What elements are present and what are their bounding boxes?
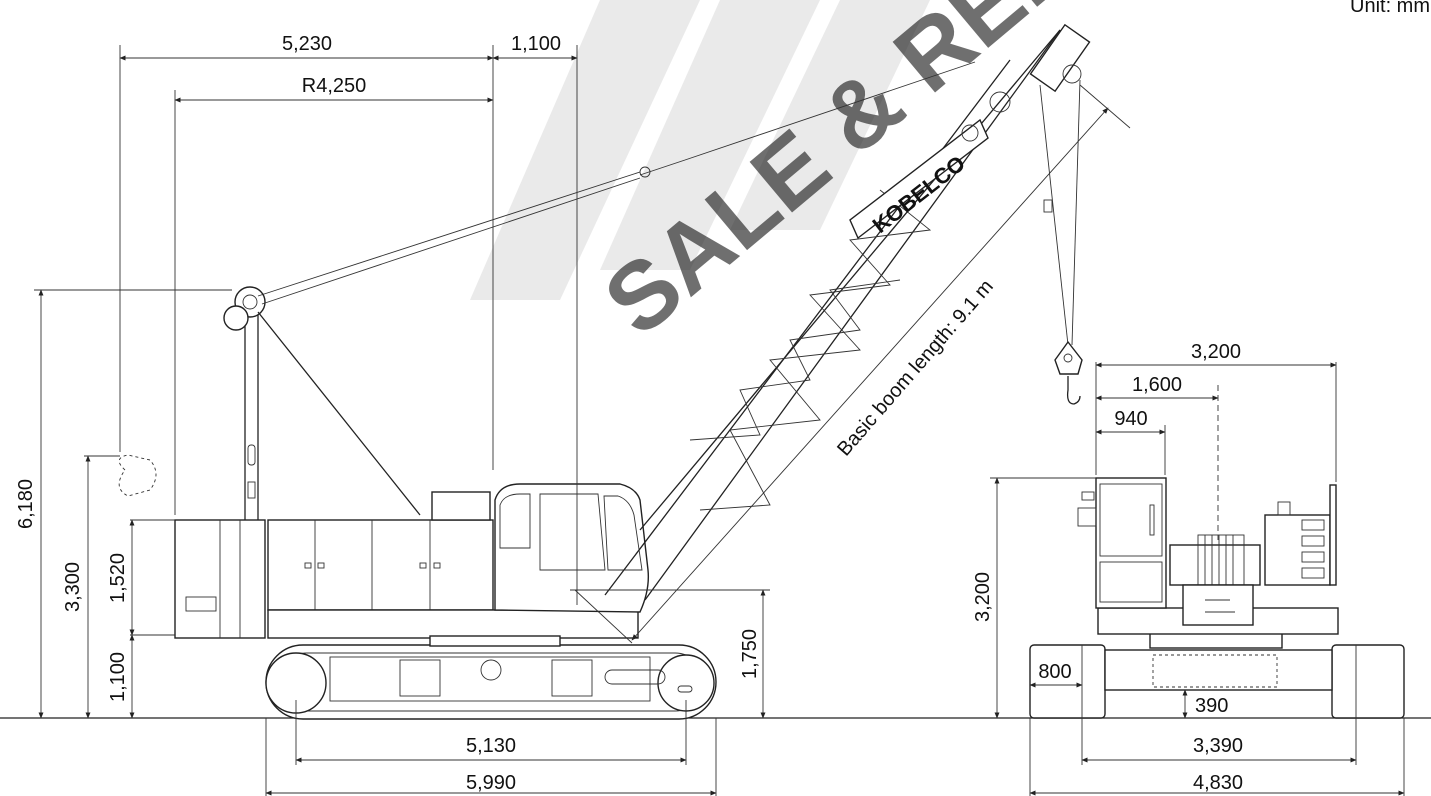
dim-390: 390: [1195, 695, 1228, 717]
dim-5990: 5,990: [466, 772, 516, 794]
dim-top: 5,230 1,100 R4,250: [119, 33, 578, 605]
dim-r4250: R4,250: [302, 75, 367, 97]
dim-1600: 1,600: [1132, 374, 1182, 396]
dim-3300: 3,300: [62, 562, 84, 612]
dim-3200-width: 3,200: [1191, 341, 1241, 363]
dim-left: 6,180 3,300 1,520 1,100: [15, 289, 232, 719]
dim-800: 800: [1038, 661, 1071, 683]
boom-length-label: Basic boom length: 9.1 m: [833, 276, 998, 461]
dim-3390: 3,390: [1193, 735, 1243, 757]
dim-4830: 4,830: [1193, 772, 1243, 794]
upper-structure: [174, 483, 650, 647]
dim-5130: 5,130: [466, 735, 516, 757]
dim-5230: 5,230: [282, 33, 332, 55]
dim-1100-left: 1,100: [107, 652, 129, 702]
unit-label: Unit: mm: [1350, 0, 1430, 17]
front-view: 3,200 1,600 940 3,200 800 390 3,390 4,83…: [972, 341, 1405, 796]
dim-1520: 1,520: [107, 553, 129, 603]
tail-swing-outline: [118, 454, 157, 497]
dim-1750: 1,750: [739, 629, 761, 679]
crawler-track: [265, 644, 717, 720]
hook-block: [1039, 79, 1083, 405]
gantry: [223, 286, 421, 520]
dim-3200-height: 3,200: [972, 572, 994, 622]
dim-940: 940: [1114, 408, 1147, 430]
dim-bottom: 5,130 5,990: [265, 700, 717, 796]
dim-6180: 6,180: [15, 479, 37, 529]
dim-1100-top: 1,100: [511, 33, 561, 55]
